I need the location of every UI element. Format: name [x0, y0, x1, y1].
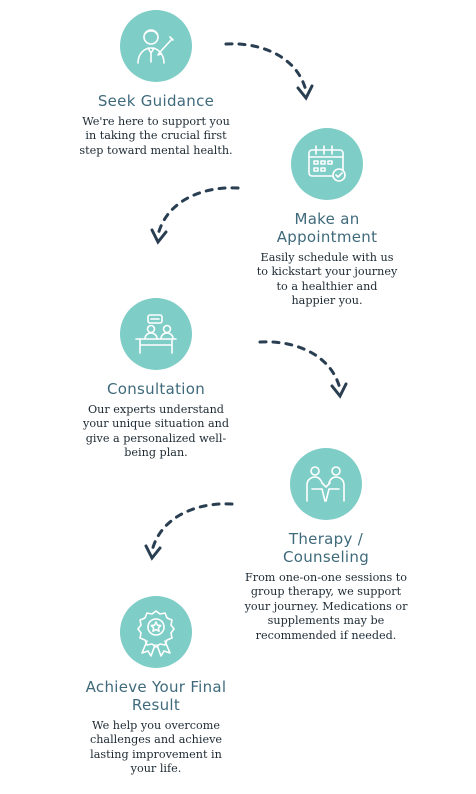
step-description: We help you overcome challenges and achi…	[89, 719, 223, 776]
step-description: We're here to support you in taking the …	[79, 115, 233, 157]
step-therapy-counseling: Therapy / Counseling From one-on-one ses…	[236, 448, 416, 643]
calendar-check-icon	[308, 145, 346, 182]
step-title: Seek Guidance	[97, 92, 215, 110]
step-icon-circle	[291, 128, 363, 200]
desk-conversation-icon	[135, 314, 177, 354]
step-icon-circle	[290, 448, 362, 520]
step-title: Therapy / Counseling	[282, 530, 370, 566]
step-consultation: Consultation Our experts understand your…	[80, 298, 232, 461]
step-icon-circle	[120, 298, 192, 370]
step-final-result: Achieve Your Final Result We help you ov…	[72, 596, 240, 777]
dashed-arrow-left-icon	[150, 186, 240, 245]
step-title: Make an Appointment	[276, 210, 378, 246]
step-description: Easily schedule with us to kickstart you…	[256, 251, 398, 308]
step-icon-circle	[120, 10, 192, 82]
therapy-session-icon	[306, 466, 345, 502]
step-seek-guidance: Seek Guidance We're here to support you …	[72, 10, 240, 158]
step-description: From one-on-one sessions to group therap…	[244, 571, 408, 642]
dashed-arrow-right-icon	[224, 42, 314, 101]
step-make-appointment: Make an Appointment Easily schedule with…	[246, 128, 408, 309]
award-ribbon-icon	[137, 610, 175, 657]
dashed-arrow-left-icon	[144, 502, 234, 561]
step-title: Achieve Your Final Result	[85, 678, 227, 714]
dashed-arrow-right-icon	[258, 340, 348, 399]
step-icon-circle	[120, 596, 192, 668]
step-title: Consultation	[106, 380, 206, 398]
consultant-icon	[137, 29, 174, 64]
step-description: Our experts understand your unique situa…	[83, 403, 229, 460]
